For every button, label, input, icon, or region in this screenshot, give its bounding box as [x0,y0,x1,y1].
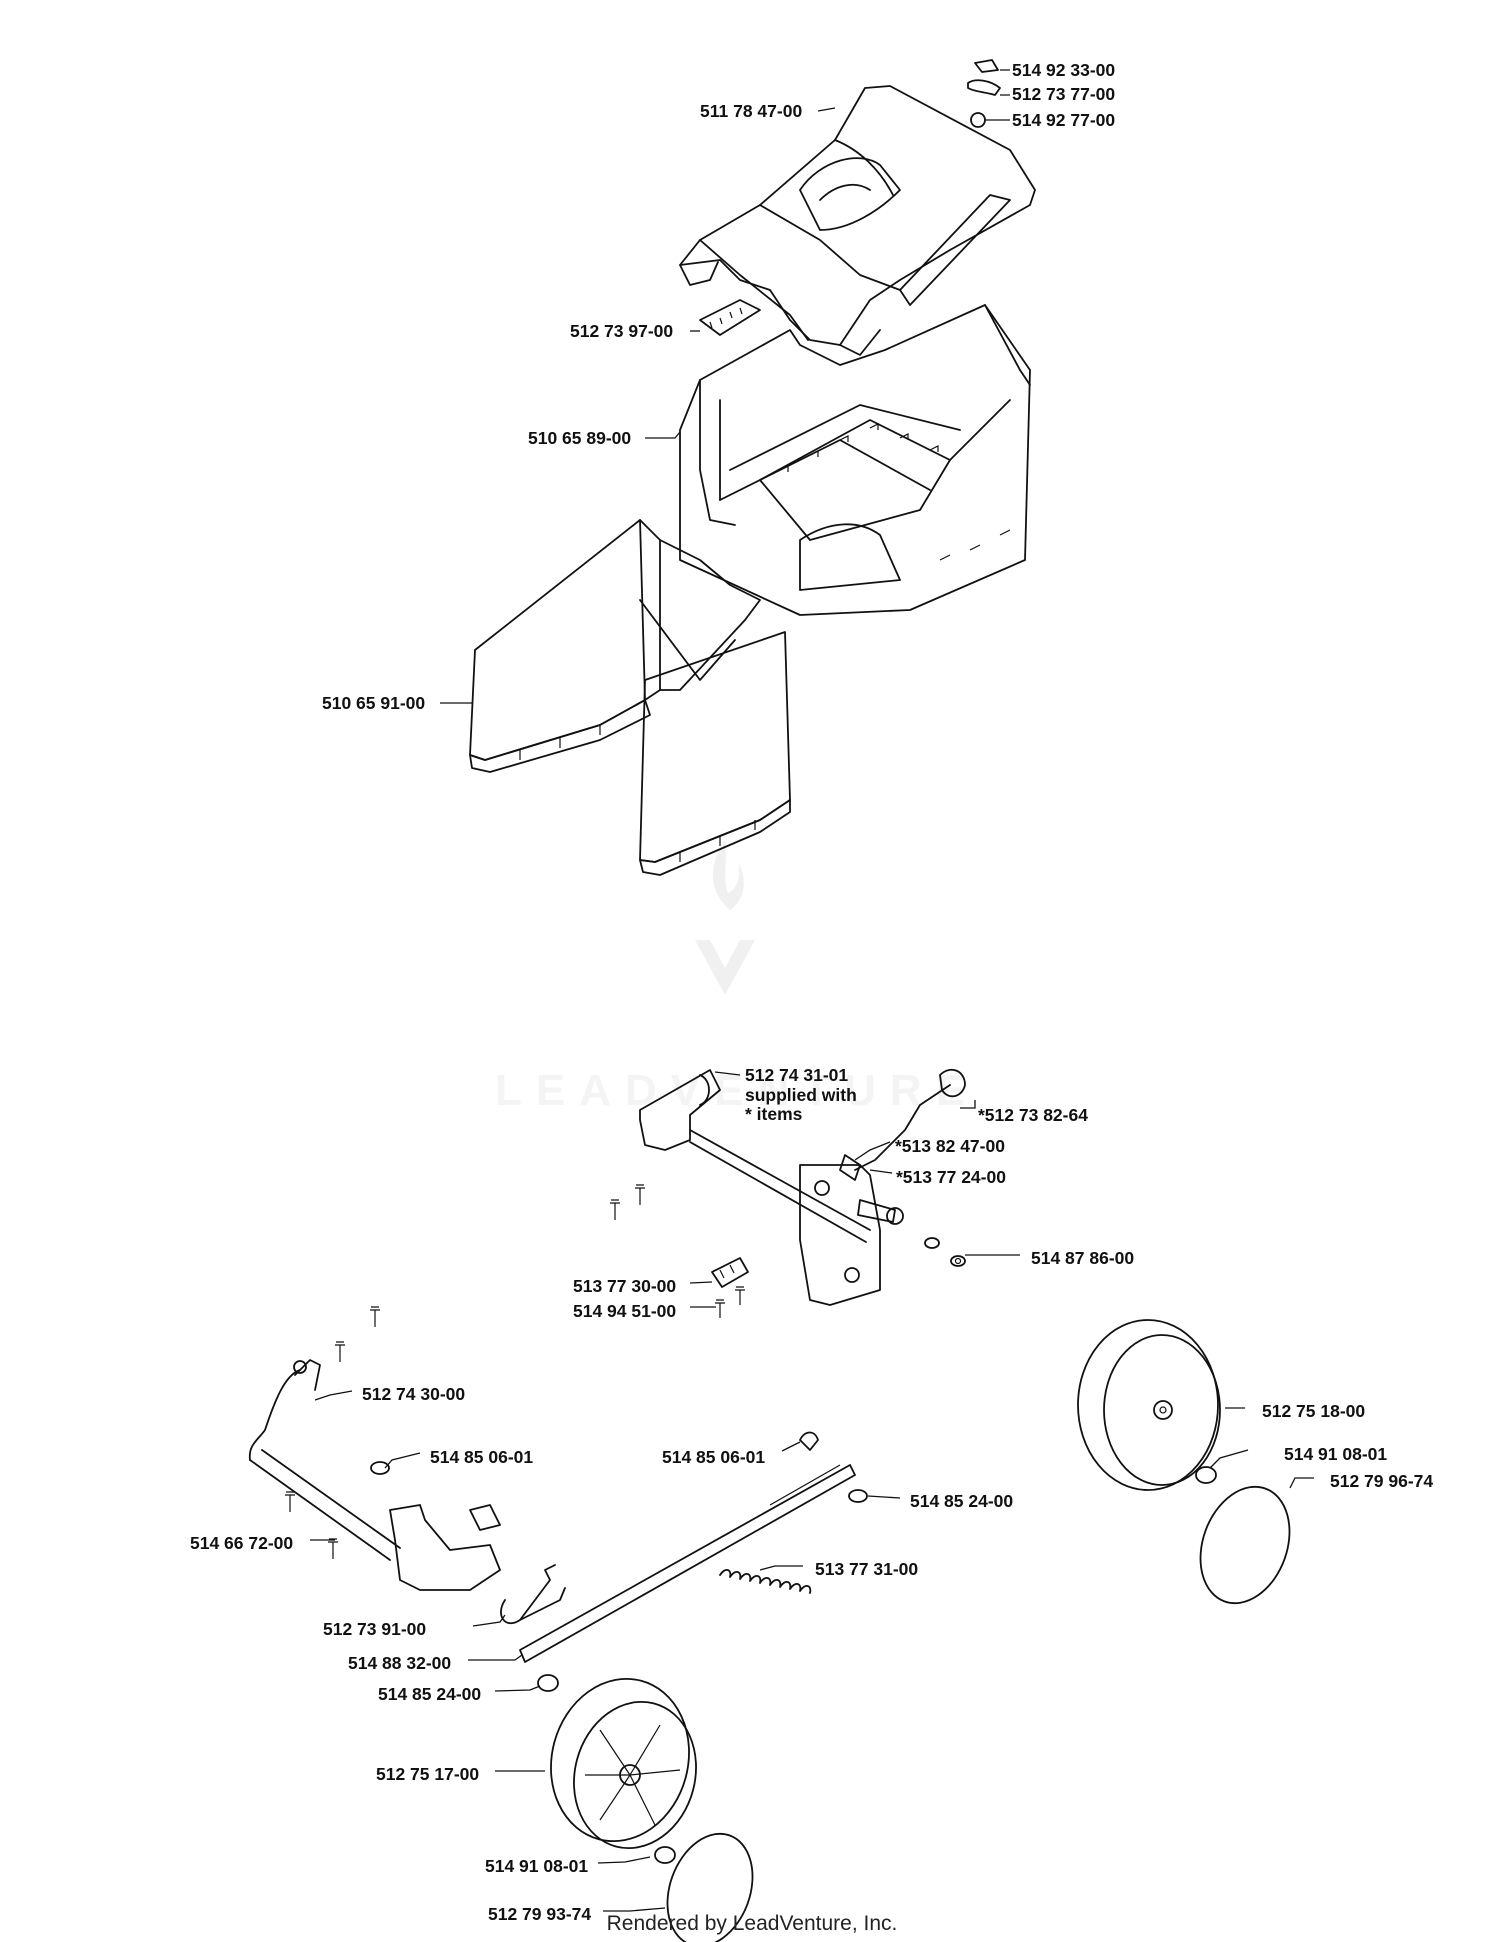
clip-512-73-97-00 [699,299,761,336]
label-514-66-72-00: 514 66 72-00 [190,1533,293,1553]
spring-clip-512-73-91-00 [500,1564,566,1625]
label-510-65-89-00: 510 65 89-00 [528,428,631,448]
bag-body-510-65-89-00 [679,304,1031,616]
label-512-79-96-74: 512 79 96-74 [1330,1471,1433,1491]
label-514-91-08-01-upper: 514 91 08-01 [1284,1444,1387,1464]
label-514-92-33-00: 514 92 33-00 [1012,60,1115,80]
label-514-87-86-00: 514 87 86-00 [1031,1248,1134,1268]
label-514-85-24-00-lower: 514 85 24-00 [378,1684,481,1704]
latch-parts [967,59,1001,128]
label-512-73-77-00: 512 73 77-00 [1012,84,1115,104]
height-adjust-assembly [639,1068,966,1306]
label-512-75-17-00: 512 75 17-00 [376,1764,479,1784]
label-514-85-06-01-left: 514 85 06-01 [430,1447,533,1467]
label-514-85-06-01-right: 514 85 06-01 [662,1447,765,1467]
wheel-512-75-17-00 [537,1674,754,1942]
bag-cover-511-78-47-00 [679,85,1036,356]
label-512-74-31-01: 512 74 31-01 [745,1065,848,1085]
leadventure-watermark: LEADVENTURE [495,840,979,1115]
screws [285,1184,745,1559]
label-514-91-08-01-lower: 514 91 08-01 [485,1856,588,1876]
label-512-73-91-00: 512 73 91-00 [323,1619,426,1639]
label-512-75-18-00: 512 75 18-00 [1262,1401,1365,1421]
label-514-94-51-00: 514 94 51-00 [573,1301,676,1321]
label-512-73-82-64: *512 73 82-64 [978,1105,1088,1125]
label-514-92-77-00: 514 92 77-00 [1012,110,1115,130]
rear-axle-lever [248,1359,501,1591]
label-510-65-91-00: 510 65 91-00 [322,693,425,713]
label-513-77-31-00: 513 77 31-00 [815,1559,918,1579]
watermark-text: LEADVENTURE [495,1066,979,1115]
mesh-panels-510-65-91-00 [469,519,791,876]
label-513-82-47-00: *513 82 47-00 [895,1136,1005,1156]
axle-rod-514-88-32-00 [519,1431,868,1663]
label-511-78-47-00: 511 78 47-00 [700,101,802,121]
spring-513-77-31-00 [719,1569,812,1594]
label-513-77-30-00: 513 77 30-00 [573,1276,676,1296]
wheel-512-75-18-00 [1077,1319,1291,1605]
label-512-73-97-00: 512 73 97-00 [570,321,673,341]
label-514-85-24-00-upper: 514 85 24-00 [910,1491,1013,1511]
leader-lines [310,69,1314,1912]
footer-credit: Rendered by LeadVenture, Inc. [607,1912,898,1935]
label-items-note: * items [745,1104,803,1124]
label-513-77-24-00: *513 77 24-00 [896,1167,1006,1187]
part-labels: 514 92 33-00 512 73 77-00 514 92 77-00 5… [190,60,1433,1924]
label-512-74-30-00: 512 74 30-00 [362,1384,465,1404]
label-512-79-93-74: 512 79 93-74 [488,1904,591,1924]
label-supplied-with: supplied with [745,1085,857,1105]
label-514-88-32-00: 514 88 32-00 [348,1653,451,1673]
